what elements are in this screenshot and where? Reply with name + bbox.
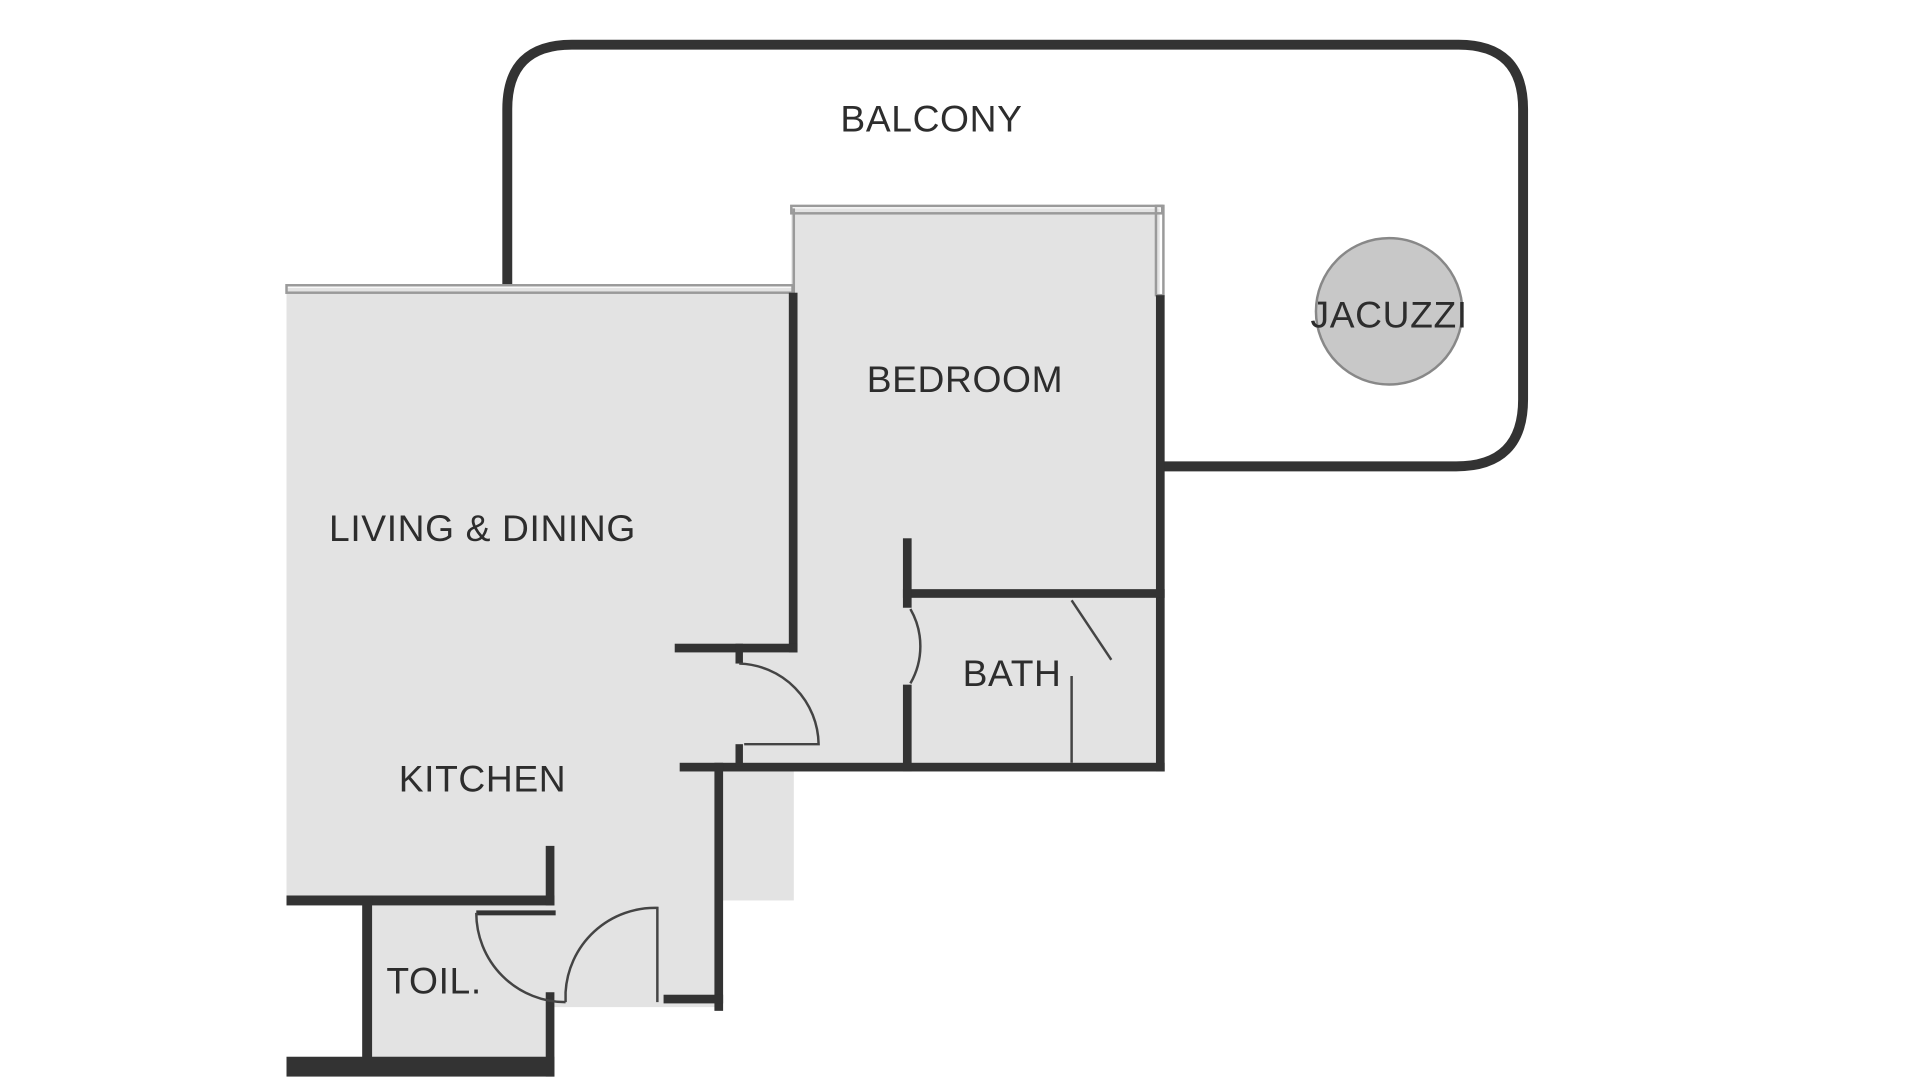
corridor-floor [545, 644, 720, 1008]
wall-corridor-right [714, 762, 724, 1011]
balcony-label: BALCONY [840, 97, 1022, 139]
bath-door-swing [909, 608, 922, 685]
wall-bath-top [902, 589, 1165, 598]
toilet-door-swing [475, 912, 566, 1004]
corridor-door-swing [564, 906, 659, 1003]
bedroom-label: BEDROOM [867, 358, 1064, 400]
wall-bath-left-bottom [902, 684, 912, 772]
floors [286, 208, 1160, 1065]
wall-hall-bottom [679, 762, 1165, 772]
balcony-outline [502, 39, 1529, 472]
living-dining-label: LIVING & DINING [329, 507, 636, 549]
toilet-label: TOIL. [386, 959, 481, 1001]
jacuzzi [1314, 236, 1464, 386]
hall-door-swing [739, 662, 820, 746]
wall-bath-left-top [902, 538, 912, 608]
wall-kitchen-stub [545, 845, 555, 906]
floor-plan-drawing: BALCONY JACUZZI BEDROOM LIVING & DINING … [285, 39, 1529, 1077]
shower-screen-diagonal [1070, 599, 1113, 661]
wall-corridor-bottom [663, 994, 724, 1004]
windows [285, 204, 1165, 297]
wall-kitchen-bottom [286, 895, 555, 906]
wall-door-jamb-top [735, 643, 743, 664]
jacuzzi-label: JACUZZI [1311, 293, 1468, 335]
bath-label: BATH [963, 652, 1062, 694]
kitchen-label: KITCHEN [399, 757, 567, 799]
walls [286, 292, 1165, 1077]
wall-living-bedroom [788, 292, 798, 653]
wall-toilet-right [545, 992, 555, 1077]
wall-toilet-bottom [286, 1056, 555, 1077]
wall-toilet-left [362, 895, 373, 1070]
toilet-door-jamb [476, 910, 556, 916]
wall-door-jamb-bottom [735, 744, 743, 767]
doors [475, 599, 1113, 1004]
toilet-floor [367, 905, 551, 1065]
wall-bedroom-right [1155, 295, 1165, 772]
